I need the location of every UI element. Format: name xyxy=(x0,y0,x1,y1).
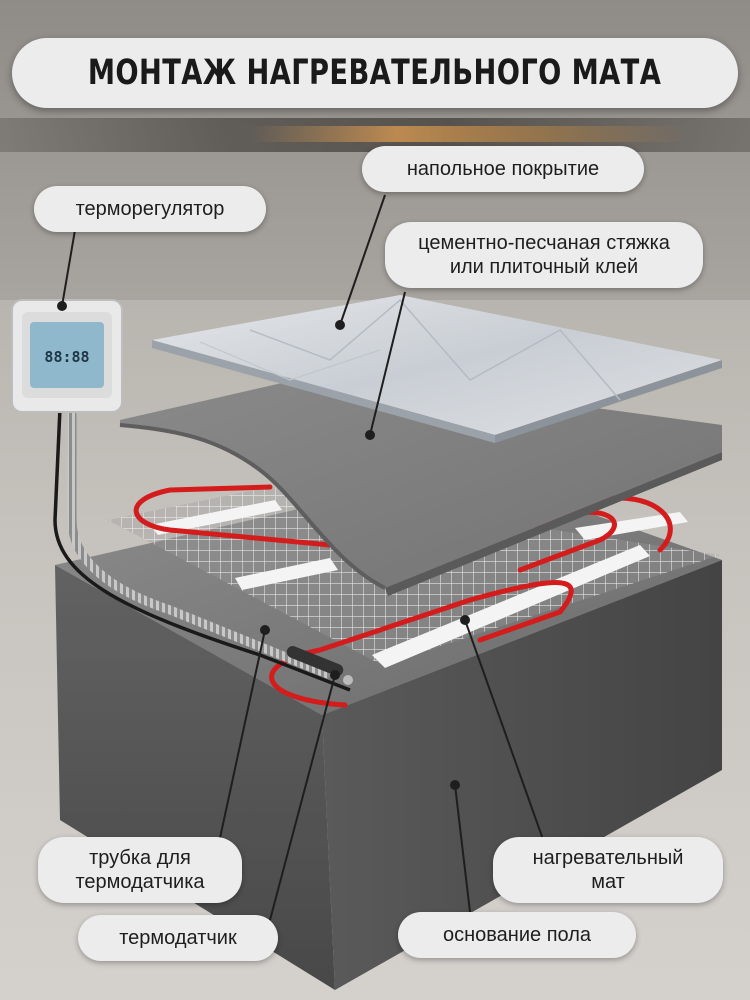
title-banner: МОНТАЖ НАГРЕВАТЕЛЬНОГО МАТА xyxy=(12,38,738,108)
label-sensor-text: термодатчик xyxy=(119,926,236,950)
label-floor-base-text: основание пола xyxy=(443,923,591,947)
page-title: МОНТАЖ НАГРЕВАТЕЛЬНОГО МАТА xyxy=(88,53,661,93)
label-sensor: термодатчик xyxy=(78,915,278,961)
label-screed: цементно-песчаная стяжка или плиточный к… xyxy=(385,222,703,288)
label-floor-covering: напольное покрытие xyxy=(362,146,644,192)
label-thermostat-text: терморегулятор xyxy=(76,197,225,221)
label-sensor-tube: трубка для термодатчика xyxy=(38,837,242,903)
label-screed-line2: или плиточный клей xyxy=(450,255,638,279)
thermostat-device: 88:88 xyxy=(12,300,122,412)
label-screed-line1: цементно-песчаная стяжка xyxy=(418,231,670,255)
label-floor-covering-text: напольное покрытие xyxy=(407,157,599,181)
label-thermostat: терморегулятор xyxy=(34,186,266,232)
label-heating-mat-line1: нагревательный xyxy=(533,846,684,870)
label-heating-mat-line2: мат xyxy=(591,870,625,894)
label-heating-mat: нагревательный мат xyxy=(493,837,723,903)
thermostat-display: 88:88 xyxy=(44,348,89,366)
label-sensor-tube-line1: трубка для xyxy=(89,846,191,870)
label-floor-base: основание пола xyxy=(398,912,636,958)
label-sensor-tube-line2: термодатчика xyxy=(75,870,204,894)
